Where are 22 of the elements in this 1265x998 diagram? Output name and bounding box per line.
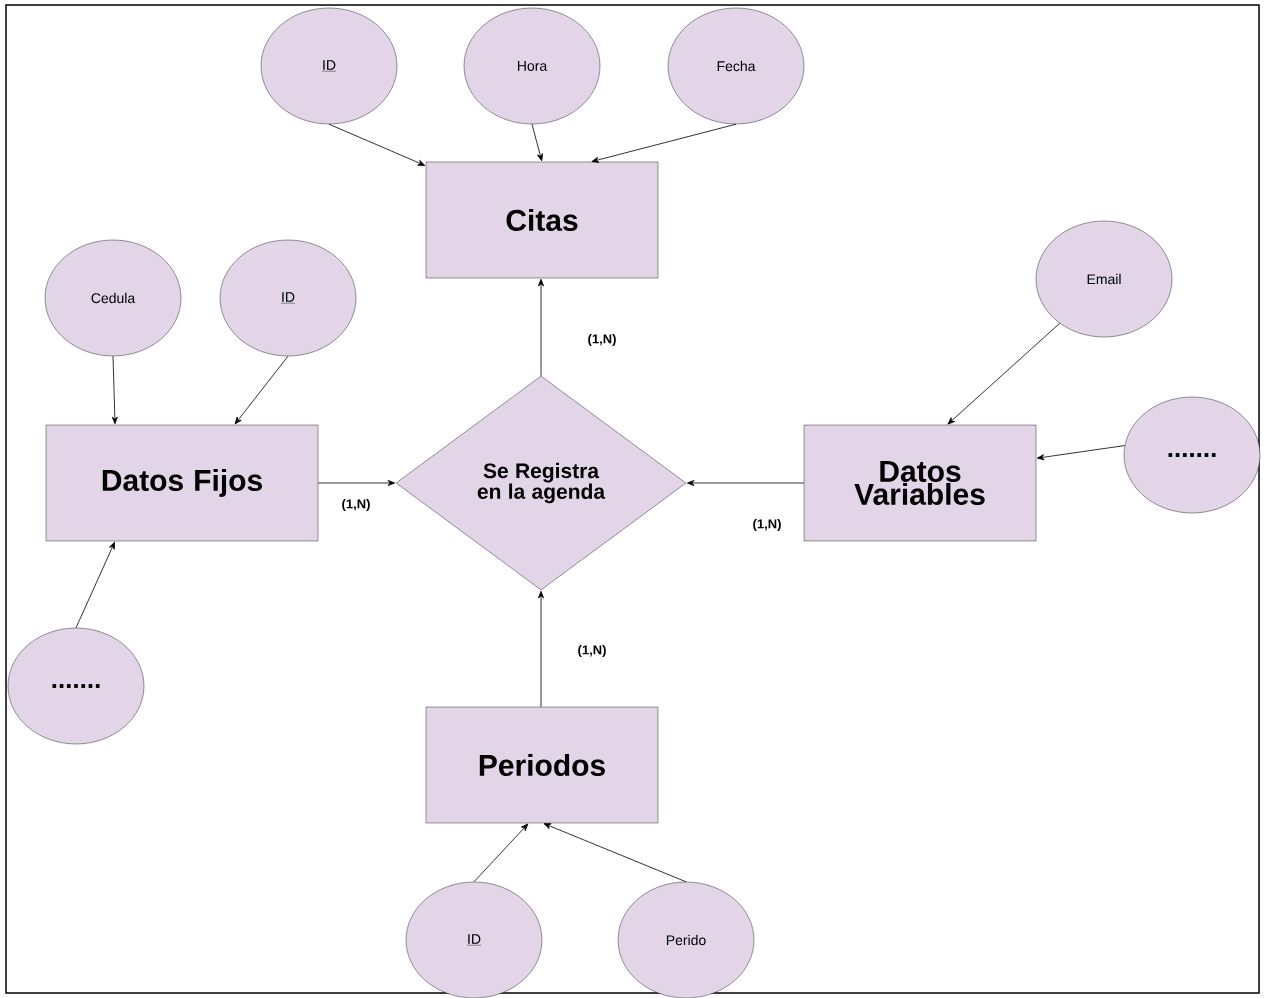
- arrow: [591, 123, 737, 163]
- arrow: [531, 123, 543, 162]
- arrow: [538, 590, 544, 708]
- arrow: [538, 278, 544, 377]
- edge-label: (1,N): [340, 497, 372, 513]
- edge-label: (1,N): [576, 643, 608, 659]
- arrow: [947, 322, 1061, 425]
- arrow: [543, 823, 687, 883]
- edge-label: (1,N): [751, 517, 783, 533]
- entity-box: Citas: [425, 161, 659, 279]
- entity-box: Datos Variables: [803, 424, 1037, 542]
- arrow: [75, 541, 115, 629]
- entity-box: Periodos: [425, 706, 659, 824]
- arrow: [111, 355, 118, 425]
- arrow: [473, 823, 529, 883]
- arrow: [317, 480, 396, 486]
- arrow: [328, 123, 426, 166]
- arrow: [1036, 445, 1126, 461]
- entity-box: Datos Fijos: [45, 424, 319, 542]
- edge-label: (1,N): [586, 332, 618, 348]
- arrow: [686, 480, 805, 486]
- arrow: [234, 355, 289, 425]
